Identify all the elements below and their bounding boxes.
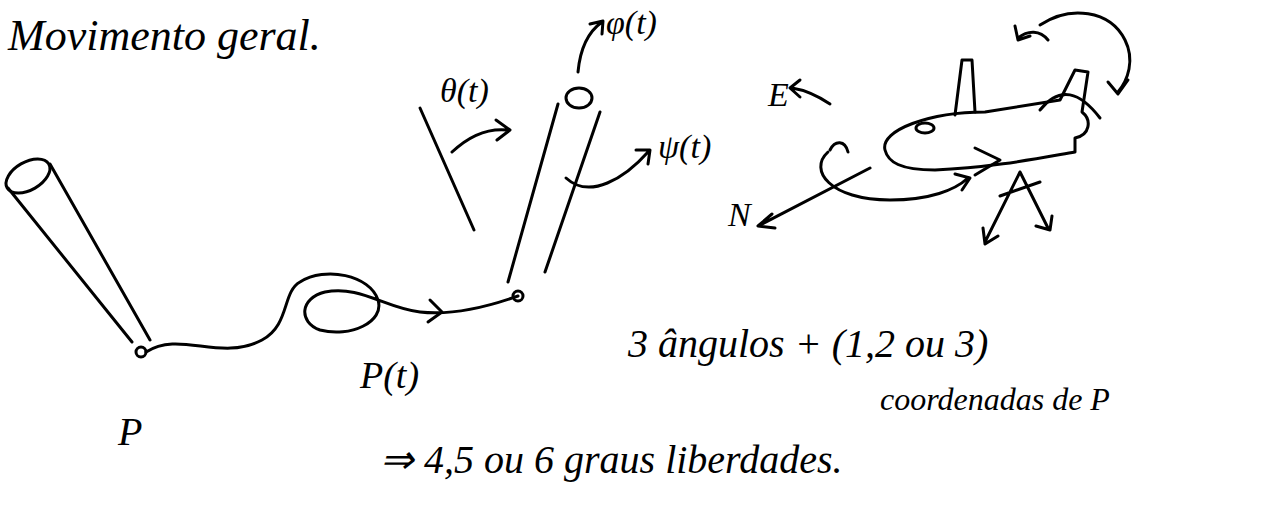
sketch-label: coordenadas de P — [880, 382, 1110, 417]
sketch-label: θ(t) — [440, 72, 489, 109]
trajectory-curve — [146, 274, 518, 352]
sketch-label: 3 ângulos + (1,2 ou 3) — [628, 322, 988, 366]
psi-arrow — [566, 150, 650, 187]
sketch-label: P(t) — [360, 355, 419, 397]
roll-arrow — [821, 152, 970, 200]
yaw-arrow — [1040, 13, 1130, 94]
roll-hook — [830, 143, 848, 152]
vertical-reference — [420, 108, 474, 230]
diagram-title: Movimento geral. — [8, 12, 321, 60]
east-arrow — [790, 80, 830, 104]
sketch-label: E — [768, 76, 789, 113]
axis-arrows — [983, 172, 1052, 244]
pitch-arrow — [1015, 26, 1048, 40]
trajectory-tick — [428, 300, 442, 322]
sketch-label: N — [728, 196, 751, 233]
sketch-label: P — [118, 410, 142, 454]
pencil-start — [0, 152, 150, 357]
sketch-label: ⇒ 4,5 ou 6 graus liberdades. — [380, 438, 843, 482]
sketch-label: φ(t) — [606, 4, 657, 41]
phi-arrow — [578, 21, 603, 72]
north-arrow — [758, 168, 870, 228]
pencil-moving — [508, 88, 600, 301]
theta-arrow — [452, 120, 510, 152]
sketch-label: ψ(t) — [658, 128, 711, 165]
airplane — [885, 60, 1100, 175]
